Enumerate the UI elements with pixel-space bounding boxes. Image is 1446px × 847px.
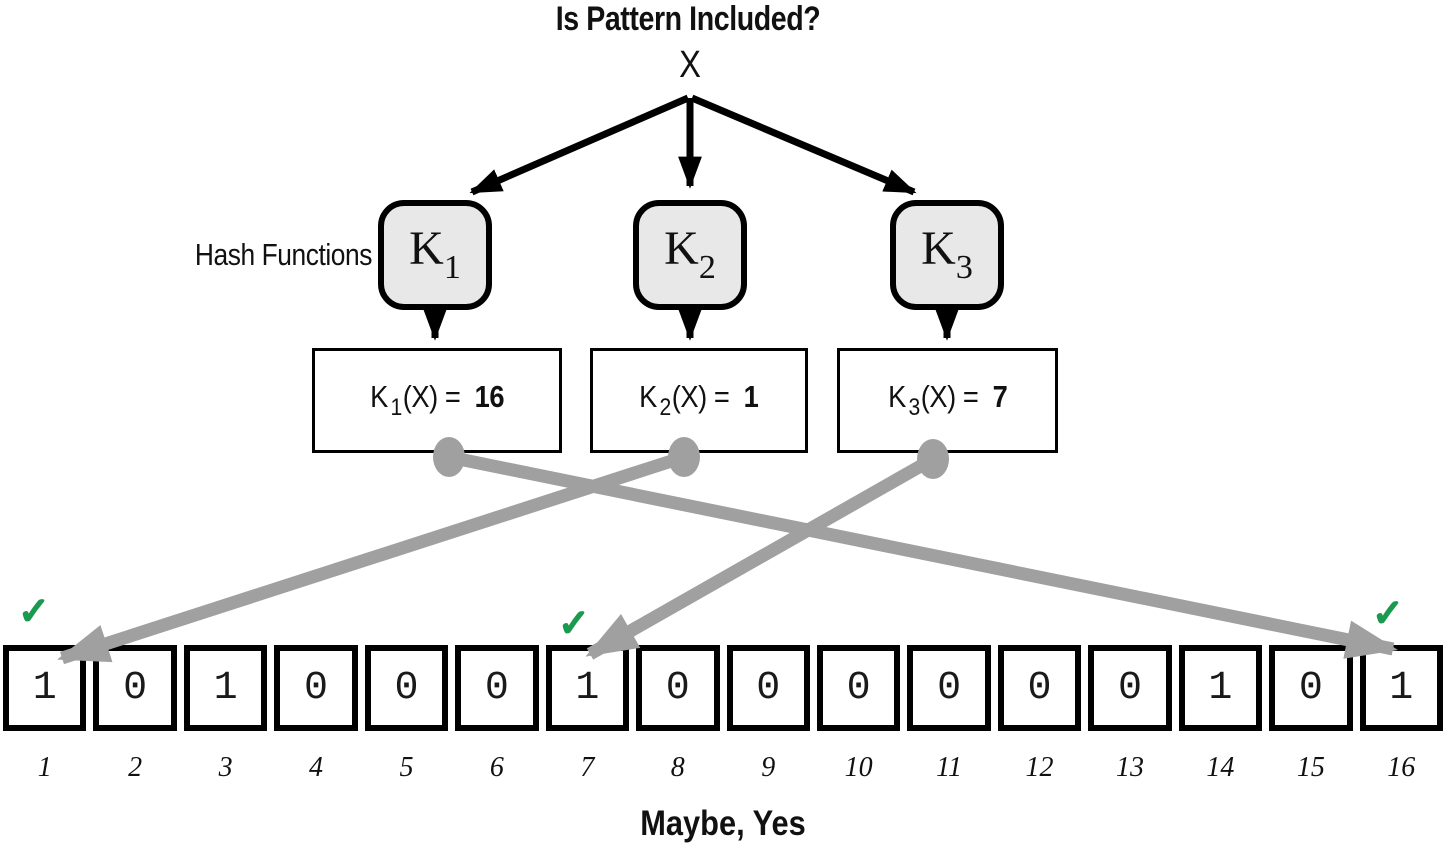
bit-index-10: 10 (844, 752, 873, 783)
bit-index-7: 7 (580, 752, 595, 783)
bit-value-4: 0 (304, 665, 329, 711)
bit-value-1: 1 (32, 665, 57, 711)
bit-cell-13: 0 (1088, 645, 1172, 731)
bit-index-8: 8 (670, 752, 685, 783)
hash-function-box-k1: K1 (378, 200, 492, 310)
bit-value-11: 0 (937, 665, 962, 711)
bit-cell-4: 0 (274, 645, 358, 731)
bit-index-4: 4 (309, 752, 324, 783)
query-element-label: X (679, 44, 701, 86)
hash-function-k1-label: K1 (409, 222, 461, 286)
bit-value-16: 1 (1389, 665, 1414, 711)
conclusion-label: Maybe, Yes (640, 804, 806, 843)
arrow-x-to-k3 (690, 94, 917, 196)
bit-cell-16: 1 (1359, 645, 1443, 731)
bit-value-13: 0 (1117, 665, 1142, 711)
bit-value-8: 0 (665, 665, 690, 711)
bit-value-7: 1 (575, 665, 600, 711)
check-icon: ✓ (557, 601, 591, 645)
bit-array-index-row: 1 2 3 4 5 6 7 8 9 10 11 12 13 14 15 16 (3, 752, 1443, 784)
bit-cell-8: 0 (636, 645, 720, 731)
bit-cell-6: 0 (455, 645, 539, 731)
bit-cell-10: 0 (816, 645, 901, 731)
bit-index-5: 5 (399, 752, 414, 783)
diagram-title: Is Pattern Included? (555, 0, 821, 38)
bit-index-9: 9 (761, 752, 776, 783)
bit-index-14: 14 (1206, 752, 1235, 783)
hash-functions-label: Hash Functions (194, 237, 373, 272)
bit-cell-1: 1 (3, 645, 87, 731)
bit-cell-5: 0 (364, 645, 449, 731)
bit-cell-2: 0 (93, 645, 177, 731)
bit-value-3: 1 (213, 665, 238, 711)
gray-arrow-k1-to-cell16 (447, 450, 1399, 659)
bit-cell-12: 0 (997, 645, 1082, 731)
bit-cell-15: 0 (1269, 645, 1353, 731)
bit-value-9: 0 (756, 665, 781, 711)
bit-value-2: 0 (123, 665, 148, 711)
check-icon: ✓ (17, 589, 51, 633)
bit-index-1: 1 (37, 752, 52, 783)
hash-function-k3-label: K3 (921, 222, 973, 286)
bit-cell-3: 1 (183, 645, 268, 731)
bit-cell-14: 1 (1178, 645, 1263, 731)
bit-index-11: 11 (936, 752, 963, 783)
bit-index-16: 16 (1387, 752, 1416, 783)
bit-cell-7: 1 (545, 645, 630, 731)
bit-index-13: 13 (1115, 752, 1144, 783)
gray-arrow-k3-to-cell7 (585, 453, 937, 660)
bit-value-12: 0 (1027, 665, 1052, 711)
bit-value-10: 0 (846, 665, 871, 711)
bit-value-14: 1 (1208, 665, 1233, 711)
hash-function-box-k2: K2 (633, 200, 747, 310)
gray-arrow-k2-to-cell1 (57, 450, 686, 665)
bit-array: 1 0 1 0 0 0 1 0 0 0 0 0 0 1 0 1 (3, 645, 1443, 731)
hash-function-k2-label: K2 (664, 222, 716, 286)
bit-cell-11: 0 (907, 645, 991, 731)
bit-index-3: 3 (218, 752, 233, 783)
bit-index-15: 15 (1296, 752, 1325, 783)
bit-index-12: 12 (1025, 752, 1054, 783)
bit-value-5: 0 (394, 665, 419, 711)
bit-index-6: 6 (489, 752, 504, 783)
arrow-x-to-k1 (469, 94, 690, 196)
bit-value-15: 0 (1298, 665, 1323, 711)
check-icon: ✓ (1371, 591, 1405, 635)
hash-function-box-k3: K3 (890, 200, 1004, 310)
bit-index-2: 2 (128, 752, 143, 783)
bit-cell-9: 0 (726, 645, 810, 731)
bit-value-6: 0 (484, 665, 509, 711)
